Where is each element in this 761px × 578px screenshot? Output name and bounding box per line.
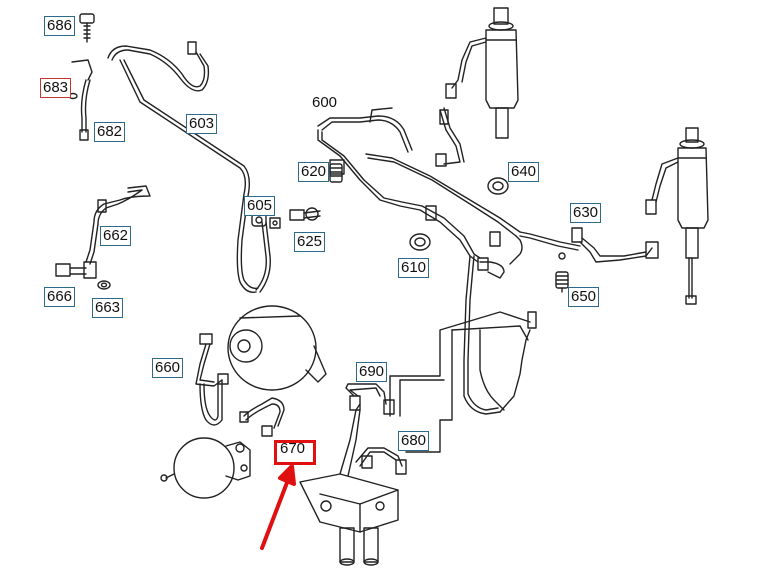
arrow-indicator — [260, 464, 296, 550]
callout-603[interactable]: 603 — [186, 114, 218, 134]
pipe-680-drawing — [355, 447, 407, 475]
pipe-682-drawing — [68, 59, 93, 141]
pipe-603-drawing — [107, 41, 271, 293]
callout-650[interactable]: 650 — [568, 287, 600, 307]
selected-part-highlight — [274, 440, 316, 465]
routing-lines-drawing — [389, 311, 537, 453]
pipe-660-drawing — [195, 333, 285, 437]
strut-lower-drawing — [645, 127, 709, 305]
pipe-662-drawing — [85, 185, 151, 265]
callout-662[interactable]: 662 — [100, 226, 132, 246]
callout-625[interactable]: 625 — [294, 232, 326, 252]
bolt-686-drawing — [79, 13, 95, 43]
accumulator-drawing — [227, 305, 327, 391]
callout-663[interactable]: 663 — [92, 298, 124, 318]
callout-683[interactable]: 683 — [40, 78, 72, 98]
callout-670[interactable]: 670 — [280, 440, 306, 457]
pipe-600-drawing — [317, 107, 581, 415]
callout-630[interactable]: 630 — [570, 203, 602, 223]
callout-605[interactable]: 605 — [244, 196, 276, 216]
callout-682[interactable]: 682 — [94, 122, 126, 142]
callout-620[interactable]: 620 — [298, 162, 330, 182]
pipe-630-drawing — [571, 227, 659, 263]
callout-690[interactable]: 690 — [356, 362, 388, 382]
callout-680[interactable]: 680 — [398, 431, 430, 451]
bolt-666-drawing — [55, 261, 111, 290]
callout-610[interactable]: 610 — [398, 258, 430, 278]
callout-686[interactable]: 686 — [44, 16, 76, 36]
callout-666[interactable]: 666 — [44, 287, 76, 307]
pressure-sphere-drawing — [160, 437, 251, 499]
pipe-690-drawing — [345, 383, 395, 415]
callout-660[interactable]: 660 — [152, 358, 184, 378]
callout-600[interactable]: 600 — [312, 94, 338, 111]
fittings-drawing — [329, 163, 569, 289]
strut-upper-drawing — [435, 7, 519, 167]
callout-640[interactable]: 640 — [508, 162, 540, 182]
fitting-605-drawing — [251, 207, 321, 229]
valve-block-drawing — [299, 403, 399, 566]
